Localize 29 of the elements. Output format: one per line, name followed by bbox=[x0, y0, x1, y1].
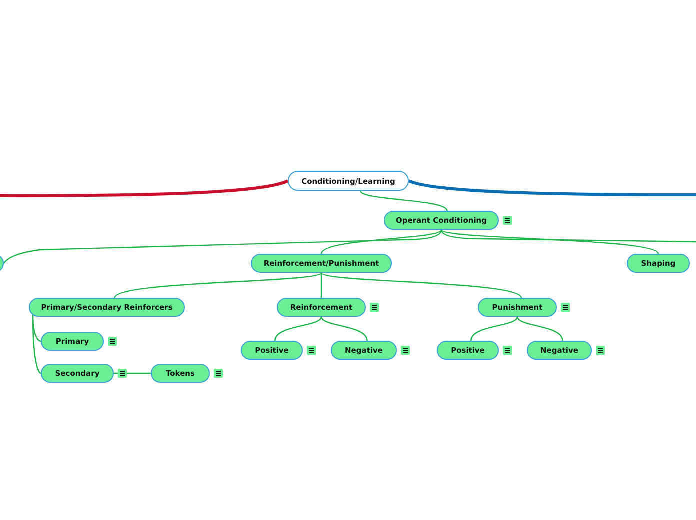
connector-line bbox=[321, 230, 442, 254]
connector-line bbox=[516, 316, 564, 342]
connector-line bbox=[274, 316, 322, 342]
connector-line bbox=[408, 180, 696, 196]
topic-box bbox=[41, 332, 104, 351]
topic-box bbox=[41, 364, 114, 383]
central-topic-box bbox=[288, 171, 409, 191]
connector-line bbox=[4, 230, 442, 264]
connector-line bbox=[320, 273, 322, 298]
connector-line bbox=[320, 316, 368, 342]
connector-line bbox=[441, 229, 659, 254]
topic-box bbox=[251, 254, 392, 273]
connector-line bbox=[321, 272, 522, 298]
connector-line bbox=[440, 230, 696, 243]
connector-line bbox=[0, 180, 288, 198]
connector-line bbox=[32, 315, 42, 374]
topic-box bbox=[627, 254, 690, 273]
topic-box bbox=[478, 298, 557, 317]
topic-box bbox=[241, 341, 303, 360]
connector-line bbox=[360, 190, 448, 212]
topic-box bbox=[384, 211, 499, 230]
topic-box bbox=[527, 341, 592, 360]
topic-box bbox=[277, 298, 366, 317]
topic-box bbox=[29, 298, 185, 317]
topic-box bbox=[331, 341, 397, 360]
topic-box bbox=[437, 341, 499, 360]
connector-line bbox=[470, 316, 518, 342]
topic-box bbox=[151, 364, 210, 383]
connector-line bbox=[114, 272, 322, 298]
